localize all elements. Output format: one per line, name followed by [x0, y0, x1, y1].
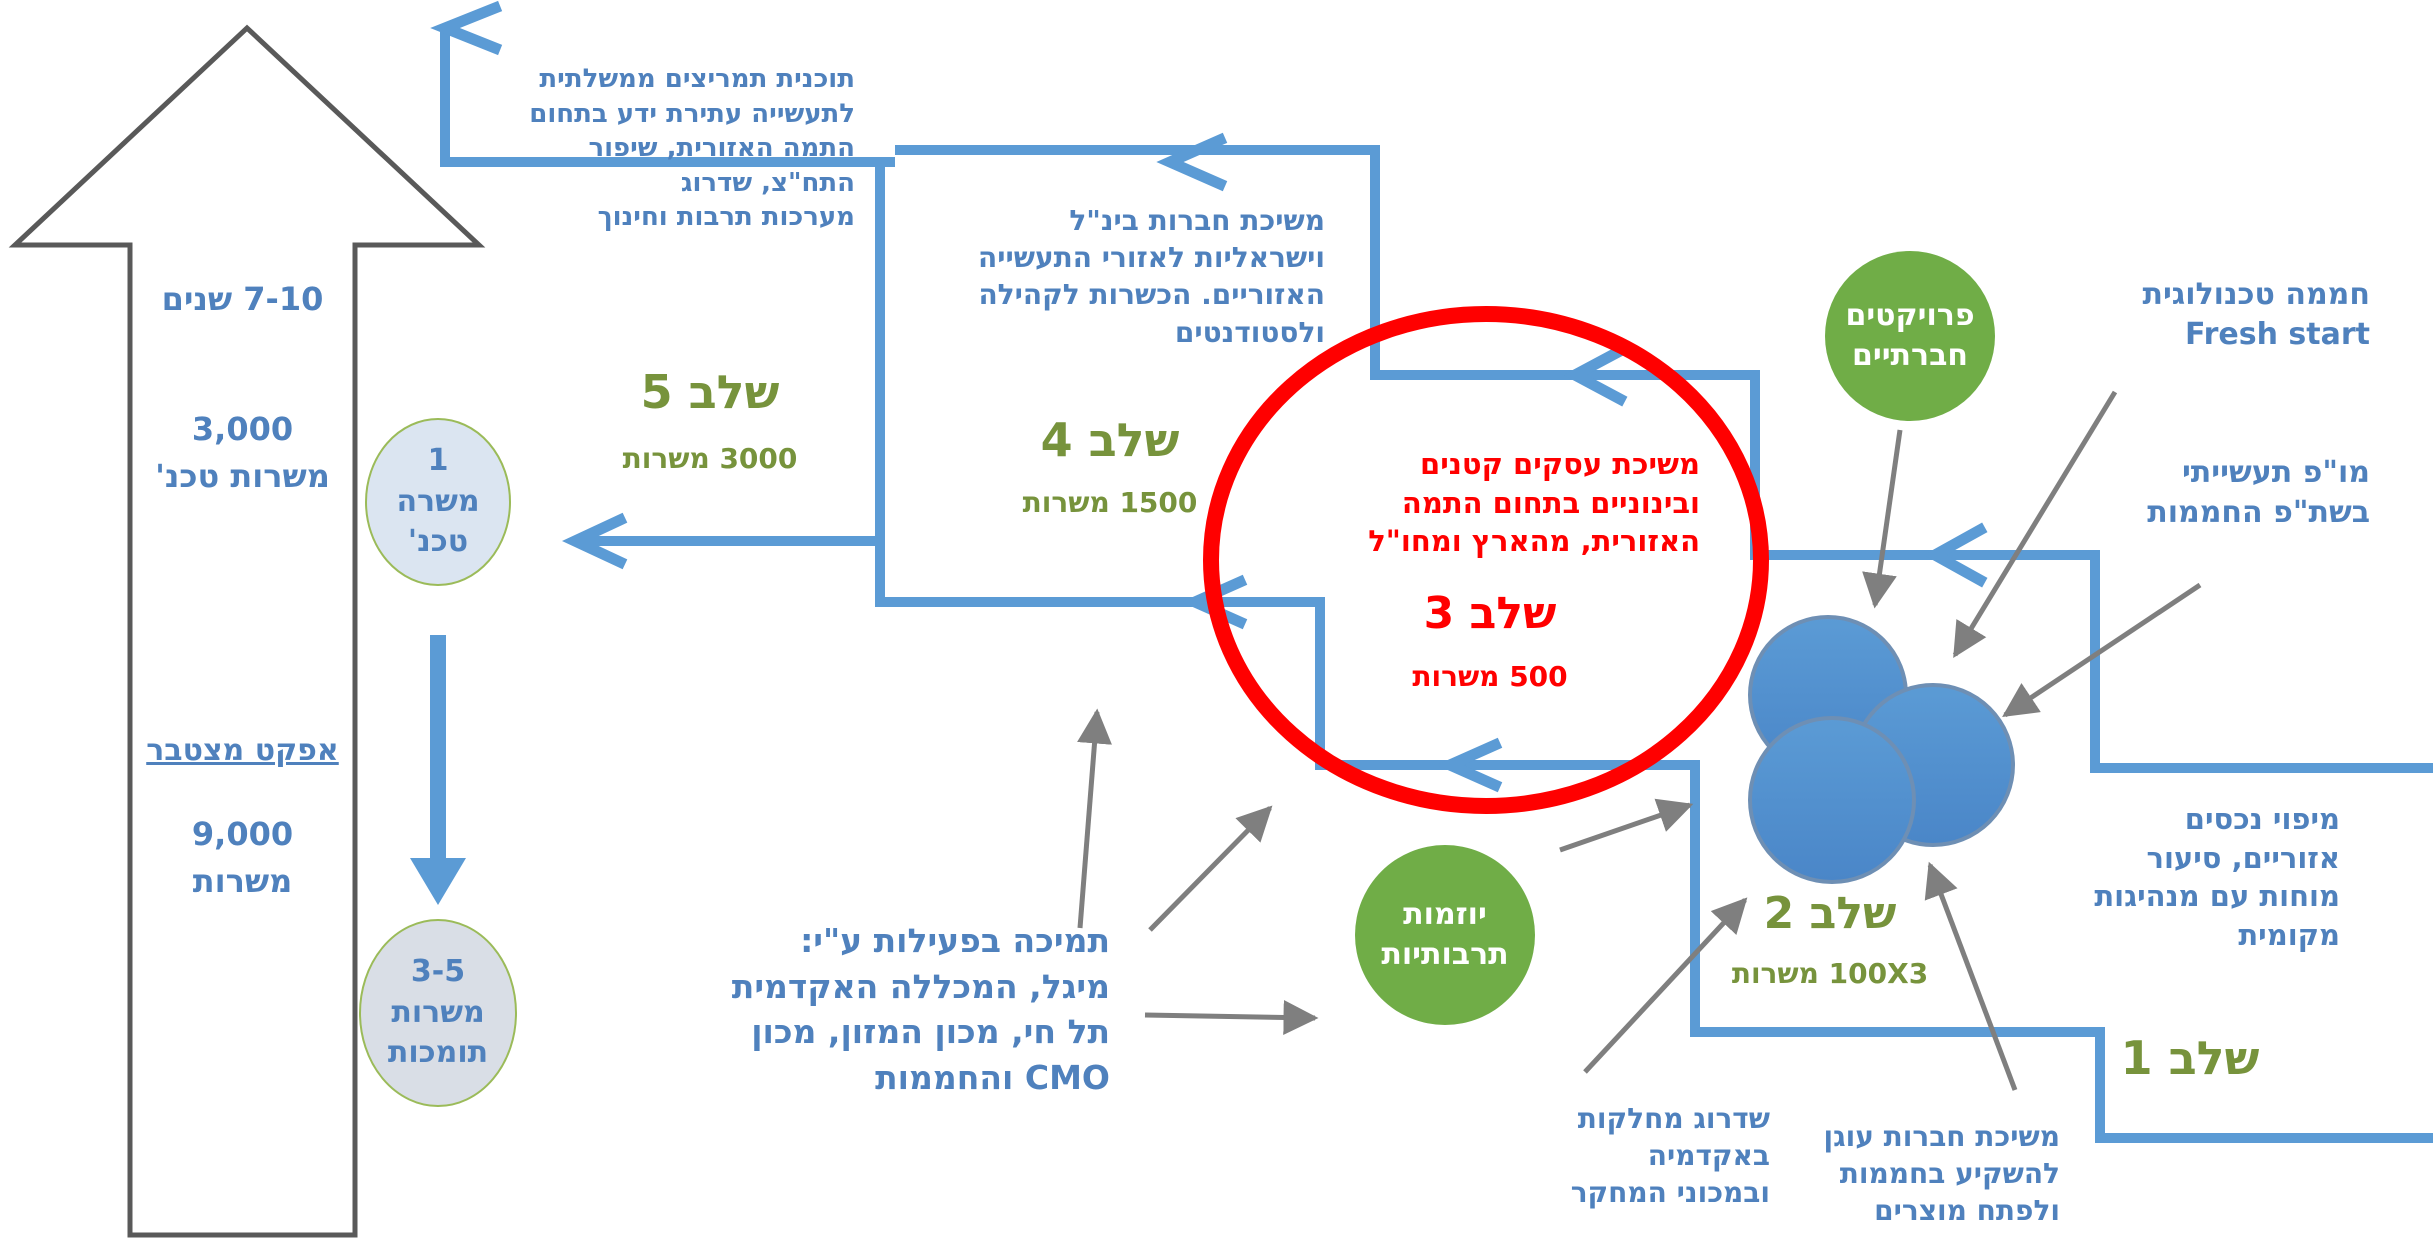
- anchor-companies-line: להשקיע בחממות: [1839, 1157, 2060, 1191]
- academia-upgrade-label: שדרוג מחלקות באקדמיה ובמכוני המחקר: [1450, 1100, 1770, 1212]
- jobs-label: משרות טכנ': [155, 457, 330, 495]
- one-job-label: 1 משרה טכנ': [366, 420, 510, 584]
- cultural-initiatives-line2: תרבותיות: [1381, 937, 1509, 972]
- support-line: תמיכה בפעילות ע"י:: [800, 921, 1110, 960]
- academia-upgrade-line: שדרוג מחלקות: [1577, 1102, 1770, 1135]
- support-jobs-line3: תומכות: [387, 1035, 489, 1071]
- support-jobs-label: 3-5 משרות תומכות: [360, 920, 516, 1106]
- anchor-companies-line: ולפתח מוצרים: [1874, 1194, 2060, 1228]
- mapping-line: מיפוי נכסים: [2184, 802, 2340, 836]
- support-jobs-line1: 3-5: [410, 954, 466, 990]
- stage3-desc-line: ובינוניים בתחום התמה: [1401, 485, 1700, 520]
- academia-upgrade-line: באקדמיה: [1647, 1139, 1770, 1173]
- anchor-companies-label: משיכת חברות עוגן להשקיע בחממות ולפתח מוצ…: [1790, 1118, 2060, 1230]
- incubator-line2: Fresh start: [2185, 316, 2370, 352]
- pointer-support-diag: [1148, 805, 1273, 932]
- cultural-initiatives-line1: יוזמות: [1403, 896, 1487, 932]
- pointer-incubator: [1952, 390, 2118, 658]
- jobs-count: 3,000: [191, 410, 294, 448]
- circle-cultural-initiatives: [1355, 845, 1535, 1025]
- stage3-title: שלב 3: [1423, 588, 1557, 639]
- support-block: תמיכה בפעילות ע"י: מיגל, המכללה האקדמית …: [690, 918, 1110, 1100]
- stage4-desc-line: ולסטודנטים: [1174, 315, 1325, 349]
- cumulative-count: 9,000: [191, 815, 294, 853]
- big-up-arrow: [8, 24, 486, 1238]
- cultural-initiatives-label: יוזמות תרבותיות: [1355, 845, 1535, 1025]
- one-job-line1: 1: [427, 443, 449, 479]
- arrowhead-top: [430, 0, 503, 56]
- mapping-label: מיפוי נכסים אזוריים, סיעור מוחות עם מנהי…: [2040, 800, 2340, 954]
- mapping-line: מוחות עם מנהיגות: [2094, 879, 2340, 914]
- stage2-jobs: 100X3 משרות: [1731, 957, 1929, 990]
- pointer-upgrade: [1583, 897, 1748, 1074]
- stage5-desc-line: התח"צ, שדרוג: [680, 167, 855, 198]
- pointer-support-up: [1077, 708, 1112, 929]
- social-projects-line2: חברתיים: [1852, 338, 1969, 373]
- mapping-line: מקומית: [2238, 917, 2340, 952]
- one-job-line3: טכנ': [407, 524, 469, 560]
- stage5-jobs: 3000 משרות: [622, 442, 798, 475]
- circle-one-job: [365, 418, 511, 586]
- staircase-line-upper: [895, 145, 2433, 773]
- arrowhead-stage3-lower: [1436, 737, 1503, 793]
- years-label: 7-10 שנים: [161, 280, 324, 318]
- stage5-title: שלב 5: [640, 365, 780, 419]
- stage4-jobs: 1500 משרות: [1022, 486, 1198, 519]
- anchor-companies-line: משיכת חברות עוגן: [1823, 1120, 2060, 1153]
- cumulative-label: משרות: [192, 862, 293, 900]
- stage5-desc-line: לתעשייה עתירת ידע בתחום: [529, 98, 855, 129]
- one-job-line2: משרה: [396, 483, 480, 519]
- stage4-title: שלב 4: [1040, 413, 1180, 467]
- stage3-desc-line: האזורית, מהארץ ומחו"ל: [1368, 524, 1700, 559]
- incubator-label: חממה טכנולוגית Fresh start: [2050, 275, 2370, 355]
- stage2-title: שלב 2: [1763, 888, 1897, 939]
- support-line: CMO והחממות: [875, 1057, 1110, 1097]
- support-jobs-line2: משרות: [391, 994, 485, 1030]
- stage5-desc-line: מערכות תרבות וחינוך: [597, 202, 855, 233]
- stage3-description: משיכת עסקים קטנים ובינוניים בתחום התמה ה…: [1330, 445, 1700, 561]
- pointer-anchor: [1924, 861, 2018, 1091]
- stage5-desc-line: התמה האזורית, שיפור: [588, 133, 855, 164]
- stage4-desc-line: וישראליות לאזורי התעשייה: [978, 241, 1325, 275]
- rnd-line2: בשת"פ החממות: [2147, 494, 2370, 530]
- social-projects-line1: פרויקטים: [1845, 297, 1975, 333]
- circle-support-jobs: [359, 919, 517, 1107]
- stage3-desc-line: משיכת עסקים קטנים: [1420, 447, 1700, 481]
- stage4-description: משיכת חברות בינ"ל וישראליות לאזורי התעשי…: [905, 202, 1325, 351]
- stage1-title: שלב 1: [2120, 1031, 2260, 1085]
- mapping-line: אזוריים, סיעור: [2146, 840, 2341, 875]
- arrowhead-stage2-upper: [1923, 522, 1988, 588]
- support-line: מיגל, המכללה האקדמית: [731, 966, 1110, 1006]
- highlight-ring: [1203, 306, 1769, 814]
- support-line: תל חי, מכון המזון, מכון: [751, 1012, 1110, 1052]
- rnd-line1: מו"פ תעשייתי: [2181, 455, 2370, 490]
- circle-social-projects: [1825, 251, 1995, 421]
- stage3-jobs: 500 משרות: [1412, 660, 1568, 693]
- academia-upgrade-line: ובמכוני המחקר: [1570, 1176, 1770, 1210]
- pointer-culture: [1559, 798, 1694, 853]
- pointer-projects: [1862, 429, 1903, 609]
- ball-bottom: [1748, 716, 1916, 884]
- arrowhead-stage4: [1156, 132, 1228, 192]
- pointer-support-right: [1144, 999, 1319, 1035]
- rnd-label: מו"פ תעשייתי בשת"פ החממות: [2050, 453, 2370, 533]
- stage4-desc-line: משיכת חברות בינ"ל: [1069, 204, 1325, 237]
- social-projects-label: פרויקטים חברתיים: [1825, 251, 1995, 421]
- arrowhead-stage3-upper: [1563, 343, 1628, 407]
- pointer-rnd: [2002, 582, 2202, 718]
- stage5-description: תוכנית תמריצים ממשלתית לתעשייה עתירת ידע…: [515, 62, 855, 235]
- stage4-desc-line: האזוריים. הכשרות לקהילה: [978, 278, 1325, 312]
- stage5-desc-line: תוכנית תמריצים ממשלתית: [539, 64, 855, 94]
- cumulative-title: אפקט מצטבר: [146, 733, 339, 768]
- incubator-line1: חממה טכנולוגית: [2142, 277, 2370, 312]
